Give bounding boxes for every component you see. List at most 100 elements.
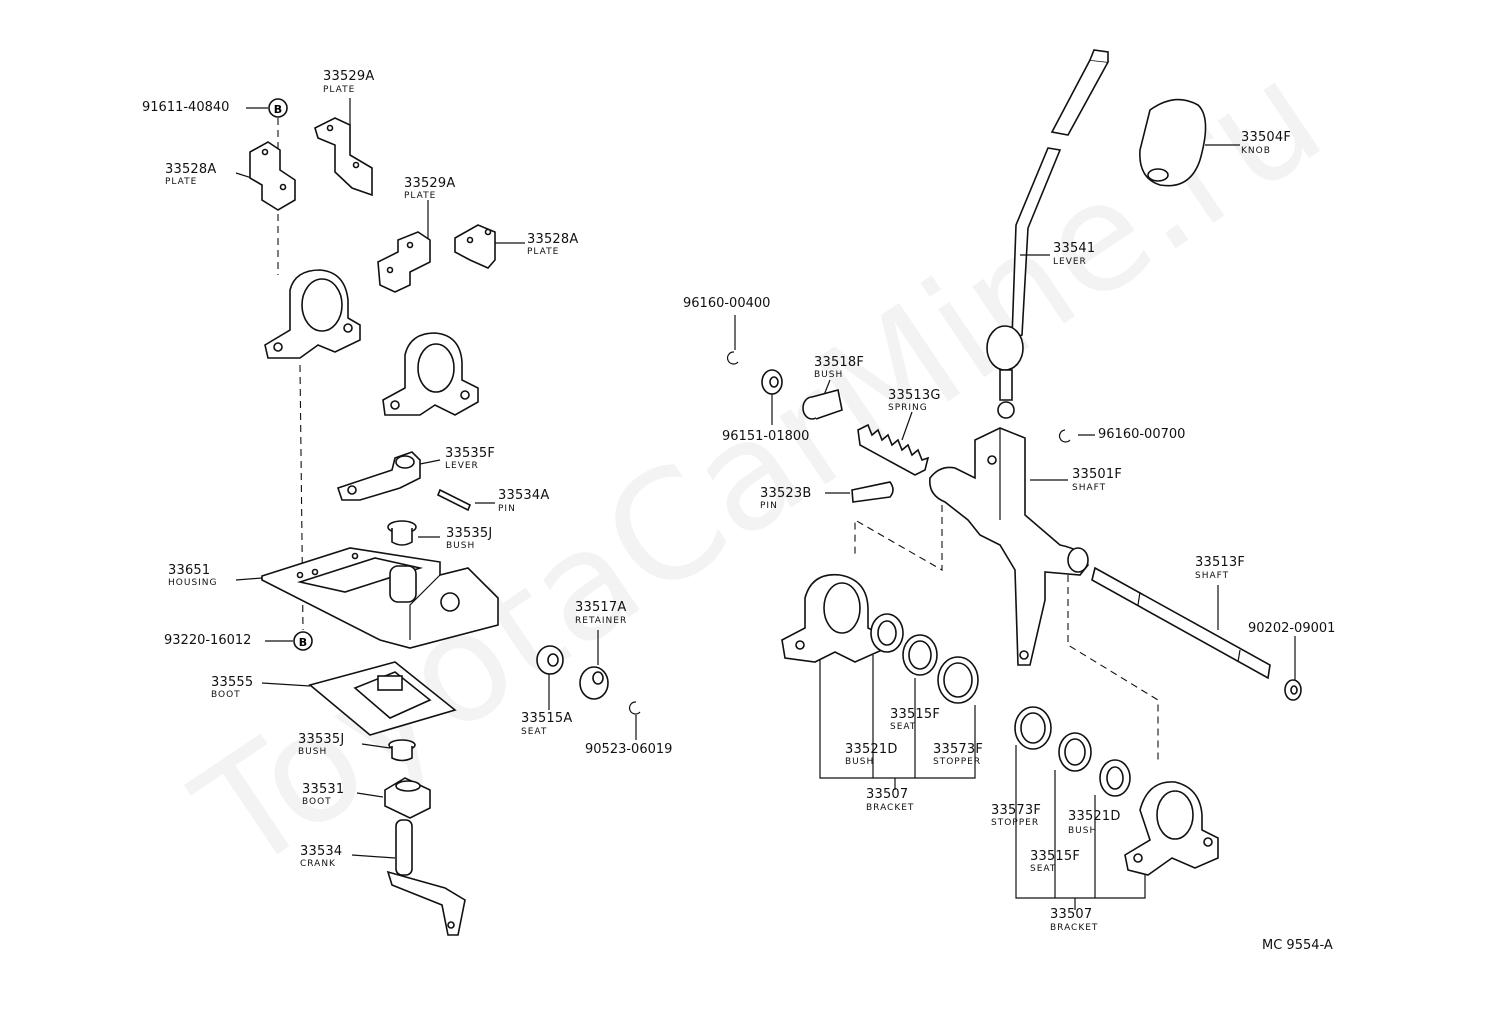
label-33535j-upper-name: BUSH: [446, 541, 476, 551]
label-33513f-name: SHAFT: [1195, 571, 1230, 581]
label-33651-number: 33651: [168, 563, 211, 578]
label-33535f-number: 33535F: [445, 446, 496, 461]
label-33535f-name: LEVER: [445, 461, 479, 471]
label-96151-01800: 96151-01800: [722, 429, 810, 444]
label-33504f-number: 33504F: [1241, 130, 1292, 145]
stopper-33573f-upper-shape: [937, 656, 979, 704]
label-33513f-number: 33513F: [1195, 555, 1246, 570]
label-33528a-right-name: PLATE: [527, 247, 560, 257]
label-33518f-number: 33518F: [814, 355, 865, 370]
shaft-33513f-shape: [1091, 566, 1271, 680]
boot-33555-shape: [308, 661, 457, 736]
label-33515a-name: SEAT: [521, 727, 548, 737]
label-33507-upper-name: BRACKET: [866, 803, 915, 813]
marker-b-top: B: [268, 98, 288, 118]
label-33515f-upper-name: SEAT: [890, 722, 917, 732]
label-33521d-upper-name: BUSH: [845, 757, 875, 767]
label-33529a-top-number: 33529A: [323, 69, 375, 84]
bush-33521d-lower-shape: [1099, 759, 1131, 797]
label-33501f-number: 33501F: [1072, 467, 1123, 482]
clip-90523-shape: [628, 701, 641, 715]
crank-33534-shape: [386, 819, 466, 936]
seat-33515a-shape: [536, 645, 564, 675]
label-33507-upper-number: 33507: [866, 787, 909, 802]
clip-96151-shape: [761, 369, 783, 395]
label-33573f-lower-name: STOPPER: [991, 818, 1040, 828]
label-33515a-number: 33515A: [521, 711, 573, 726]
label-33501f-name: SHAFT: [1072, 483, 1107, 493]
clip-96160-00400-shape: [726, 351, 739, 365]
marker-b-bottom: B: [293, 631, 313, 651]
lever-33541-shape: [986, 49, 1110, 419]
retainer-33517a-shape: [579, 666, 609, 700]
label-33528a-right-number: 33528A: [527, 232, 579, 247]
label-33651-name: HOUSING: [168, 578, 218, 588]
bush-33521d-upper-shape: [870, 613, 904, 653]
stopper-33573f-lower-shape: [1014, 706, 1052, 750]
label-33531-name: BOOT: [302, 797, 332, 807]
label-33573f-upper-name: STOPPER: [933, 757, 982, 767]
lever-33535f-shape: [336, 451, 421, 501]
label-93220-16012: 93220-16012: [164, 633, 252, 648]
bracket-33507-upper-shape: [781, 573, 883, 663]
housing-33651-shape: [261, 547, 499, 649]
seat-33515f-upper-shape: [902, 634, 938, 676]
label-33507-lower-name: BRACKET: [1050, 923, 1099, 933]
knob-33504f-shape: [1139, 98, 1207, 187]
pin-33534a-shape: [436, 488, 472, 512]
label-33555-name: BOOT: [211, 690, 241, 700]
spring-33513g-shape: [857, 423, 930, 476]
label-33515f-lower-number: 33515F: [1030, 849, 1081, 864]
bracket-33507-lower-shape: [1124, 781, 1219, 876]
label-33528a-left-name: PLATE: [165, 177, 198, 187]
shaft-33501f-shape: [928, 427, 1089, 666]
label-33521d-lower-number: 33521D: [1068, 809, 1121, 824]
boot-33531-shape: [384, 777, 431, 819]
label-33534-number: 33534: [300, 844, 343, 859]
clip-90202-shape: [1284, 679, 1302, 701]
label-33534-name: CRANK: [300, 859, 336, 869]
bush-33535j-lower-shape: [388, 739, 416, 762]
figure-code: MC 9554-A: [1262, 938, 1333, 953]
label-33504f-name: KNOB: [1241, 146, 1271, 156]
bracket-upper-left-shape: [264, 269, 361, 359]
seat-33515f-lower-shape: [1058, 732, 1092, 772]
svg-text:B: B: [299, 636, 307, 649]
label-91611-40840: 91611-40840: [142, 100, 230, 115]
label-33541-name: LEVER: [1053, 257, 1087, 267]
label-33573f-upper-number: 33573F: [933, 742, 984, 757]
label-90202-09001: 90202-09001: [1248, 621, 1336, 636]
label-33521d-upper-number: 33521D: [845, 742, 898, 757]
plate-33528a-right-shape: [454, 224, 496, 269]
label-33529a-mid-name: PLATE: [404, 191, 437, 201]
label-90523-06019: 90523-06019: [585, 742, 673, 757]
label-33523b-name: PIN: [760, 501, 778, 511]
label-33529a-top-name: PLATE: [323, 85, 356, 95]
label-33534a-number: 33534A: [498, 488, 550, 503]
pin-33523b-shape: [851, 481, 894, 503]
label-33534a-name: PIN: [498, 504, 516, 514]
bush-33535j-upper-shape: [387, 520, 417, 546]
label-33555-number: 33555: [211, 675, 254, 690]
plate-33529a-top-shape: [314, 117, 373, 197]
label-33513g-name: SPRING: [888, 403, 928, 413]
bracket-lower-left-shape: [382, 332, 479, 416]
label-33517a-name: RETAINER: [575, 616, 628, 626]
label-33523b-number: 33523B: [760, 486, 812, 501]
clip-96160-00700-shape: [1059, 429, 1071, 443]
svg-text:B: B: [274, 103, 282, 116]
label-96160-00700: 96160-00700: [1098, 427, 1186, 442]
plate-33529a-mid-shape: [377, 231, 431, 293]
label-33541-number: 33541: [1053, 241, 1096, 256]
label-33513g-number: 33513G: [888, 388, 941, 403]
label-33515f-lower-name: SEAT: [1030, 864, 1057, 874]
label-33528a-left-number: 33528A: [165, 162, 217, 177]
label-33515f-upper-number: 33515F: [890, 707, 941, 722]
label-33535j-lower-name: BUSH: [298, 747, 328, 757]
label-33573f-lower-number: 33573F: [991, 803, 1042, 818]
label-33529a-mid-number: 33529A: [404, 176, 456, 191]
label-33531-number: 33531: [302, 782, 345, 797]
plate-33528a-left-shape: [249, 141, 296, 211]
